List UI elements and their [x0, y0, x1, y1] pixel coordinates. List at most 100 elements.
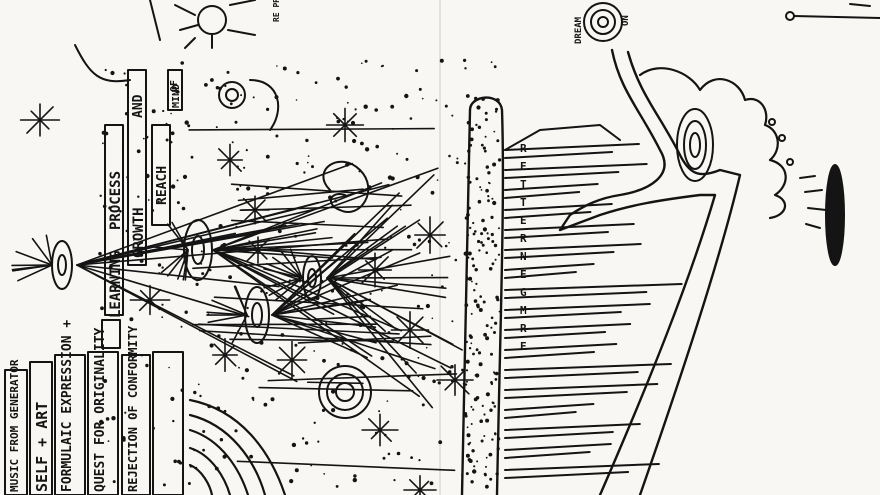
dot: [136, 149, 141, 154]
dot: [369, 292, 372, 295]
ladder-bar: [504, 283, 683, 291]
dot: [263, 402, 268, 407]
dot: [350, 348, 353, 352]
dot: [239, 185, 242, 187]
ray: [212, 249, 312, 285]
dot: [170, 396, 175, 401]
dot: [464, 383, 468, 386]
dream-spiral: [583, 2, 623, 42]
dot: [363, 104, 368, 109]
dot: [184, 120, 189, 125]
ray: [177, 249, 189, 280]
asterisk-stroke: [138, 288, 162, 312]
dot: [200, 250, 203, 253]
dot: [193, 390, 197, 395]
dot: [456, 157, 459, 160]
dot: [475, 282, 478, 285]
dot: [496, 447, 500, 451]
ladder-bar: [504, 183, 599, 191]
ray: [31, 237, 53, 266]
ray: [11, 264, 53, 271]
dot: [464, 67, 467, 70]
black-oval: [825, 164, 845, 266]
dot: [344, 244, 348, 247]
ladder-bar: [504, 463, 660, 471]
dot: [483, 413, 486, 416]
dot: [142, 137, 145, 140]
dot: [439, 58, 444, 63]
dot: [195, 282, 199, 286]
ray: [227, 246, 377, 261]
asterisk-stroke: [396, 316, 424, 344]
dot: [108, 206, 112, 210]
dot: [389, 235, 392, 238]
dot: [330, 289, 335, 293]
dot: [463, 58, 467, 63]
bottom-arcs: [188, 398, 287, 495]
ladder-bar: [504, 371, 639, 379]
ray: [263, 277, 303, 289]
asterisk-stroke: [26, 106, 54, 134]
dot: [483, 332, 487, 337]
dot: [421, 97, 424, 100]
dot: [484, 111, 488, 115]
dot: [490, 232, 494, 237]
dot: [477, 351, 482, 355]
label-top-note: RE PRESENT THINKING: [272, 0, 281, 22]
ladder-bar: [504, 443, 612, 451]
label-vertical-letters: RETTERNEG M R E: [520, 142, 527, 353]
ray: [17, 264, 53, 282]
top-burst: [149, 0, 256, 49]
dot: [465, 275, 469, 279]
label-growth: GROWTH: [131, 207, 147, 258]
dot: [278, 222, 280, 225]
ray: [326, 277, 447, 299]
dot: [495, 107, 498, 111]
label-quest: QUEST FOR ORIGINALITY: [93, 327, 108, 492]
dot: [226, 70, 230, 74]
dot: [387, 175, 393, 180]
dot: [111, 416, 116, 421]
ray: [212, 167, 439, 251]
asterisk-stroke: [416, 221, 444, 249]
dot: [494, 321, 498, 325]
dot: [313, 421, 316, 424]
label-and: AND: [131, 94, 146, 118]
dot: [336, 362, 340, 367]
dot: [469, 335, 473, 339]
swirl: [322, 160, 370, 213]
ray: [76, 264, 295, 377]
dot: [360, 141, 364, 146]
dot: [350, 120, 356, 126]
dot: [265, 291, 268, 295]
serpent-head: [558, 48, 742, 495]
dot: [488, 182, 491, 185]
dot: [466, 234, 470, 237]
label-rejection: REJECTION OF CONFORMITY: [126, 325, 140, 492]
dot: [209, 343, 214, 348]
dot: [139, 259, 144, 263]
dot: [404, 93, 409, 99]
dot: [305, 138, 309, 143]
ray: [76, 208, 297, 266]
ray: [297, 335, 432, 344]
dot: [317, 440, 320, 443]
dot: [491, 240, 495, 243]
dot: [390, 104, 395, 109]
dot: [304, 441, 309, 445]
dot: [405, 157, 409, 161]
dot: [103, 379, 108, 383]
dot: [110, 70, 115, 76]
dot: [465, 340, 468, 344]
ray: [314, 315, 372, 321]
dot: [474, 268, 478, 272]
dot: [234, 429, 238, 433]
dot: [102, 142, 104, 145]
ray: [271, 314, 377, 344]
ray: [263, 268, 303, 279]
dot: [336, 76, 340, 81]
dot: [266, 192, 270, 196]
dot: [476, 105, 481, 110]
dot: [497, 437, 501, 441]
